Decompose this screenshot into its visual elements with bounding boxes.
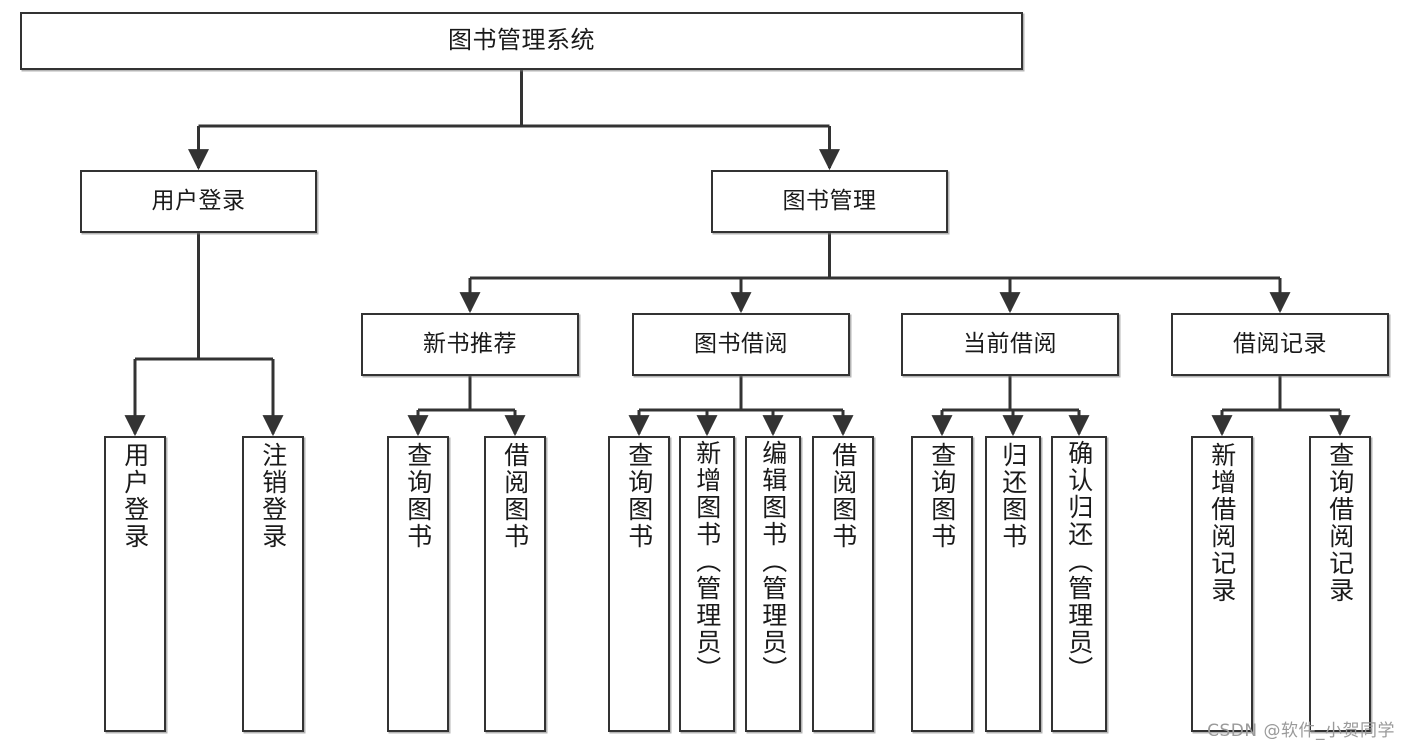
node-user-login[interactable]: 用户登录 bbox=[80, 170, 317, 233]
leaf-borrow-books-recommend-label: 借阅图书 bbox=[500, 442, 530, 550]
leaf-add-borrow-record[interactable]: 新增借阅记录 bbox=[1191, 436, 1253, 732]
leaf-borrow-books-label: 借阅图书 bbox=[828, 442, 858, 550]
leaf-add-borrow-record-label: 新增借阅记录 bbox=[1207, 442, 1237, 604]
leaf-query-borrow-record[interactable]: 查询借阅记录 bbox=[1309, 436, 1371, 732]
leaf-query-books-borrow-label: 查询图书 bbox=[624, 442, 654, 550]
node-root[interactable]: 图书管理系统 bbox=[20, 12, 1023, 70]
leaf-return-books[interactable]: 归还图书 bbox=[985, 436, 1041, 732]
csdn-watermark: CSDN @软件_小贺同学 bbox=[1207, 721, 1395, 741]
leaf-query-books-borrow[interactable]: 查询图书 bbox=[608, 436, 670, 732]
leaf-add-book-admin[interactable]: 新增图书（管理员） bbox=[679, 436, 735, 732]
leaf-add-book-admin-label: 新增图书（管理员） bbox=[692, 440, 722, 683]
node-current-borrow[interactable]: 当前借阅 bbox=[901, 313, 1119, 376]
leaf-edit-book-admin-label: 编辑图书（管理员） bbox=[758, 440, 788, 683]
leaf-query-books-current-label: 查询图书 bbox=[927, 442, 957, 550]
node-current-borrow-label: 当前借阅 bbox=[963, 331, 1057, 358]
leaf-query-books-recommend[interactable]: 查询图书 bbox=[387, 436, 449, 732]
leaf-query-books-current[interactable]: 查询图书 bbox=[911, 436, 973, 732]
leaf-query-books-recommend-label: 查询图书 bbox=[403, 442, 433, 550]
leaf-borrow-books[interactable]: 借阅图书 bbox=[812, 436, 874, 732]
node-borrow-records-label: 借阅记录 bbox=[1233, 331, 1327, 358]
node-user-login-label: 用户登录 bbox=[151, 188, 246, 215]
leaf-return-books-label: 归还图书 bbox=[998, 442, 1028, 550]
node-borrow-records[interactable]: 借阅记录 bbox=[1171, 313, 1389, 376]
node-book-borrow[interactable]: 图书借阅 bbox=[632, 313, 850, 376]
leaf-user-login-label: 用户登录 bbox=[120, 442, 150, 550]
node-new-book-recommend-label: 新书推荐 bbox=[423, 331, 517, 358]
leaf-edit-book-admin[interactable]: 编辑图书（管理员） bbox=[745, 436, 801, 732]
leaf-user-login[interactable]: 用户登录 bbox=[104, 436, 166, 732]
leaf-confirm-return-admin-label: 确认归还（管理员） bbox=[1064, 440, 1094, 683]
leaf-logout-label: 注销登录 bbox=[258, 442, 288, 550]
leaf-query-borrow-record-label: 查询借阅记录 bbox=[1325, 442, 1355, 604]
leaf-borrow-books-recommend[interactable]: 借阅图书 bbox=[484, 436, 546, 732]
leaf-logout[interactable]: 注销登录 bbox=[242, 436, 304, 732]
leaf-confirm-return-admin[interactable]: 确认归还（管理员） bbox=[1051, 436, 1107, 732]
node-book-borrow-label: 图书借阅 bbox=[694, 331, 788, 358]
node-new-book-recommend[interactable]: 新书推荐 bbox=[361, 313, 579, 376]
node-book-management-label: 图书管理 bbox=[782, 188, 877, 215]
node-book-management[interactable]: 图书管理 bbox=[711, 170, 948, 233]
node-root-label: 图书管理系统 bbox=[448, 26, 595, 55]
